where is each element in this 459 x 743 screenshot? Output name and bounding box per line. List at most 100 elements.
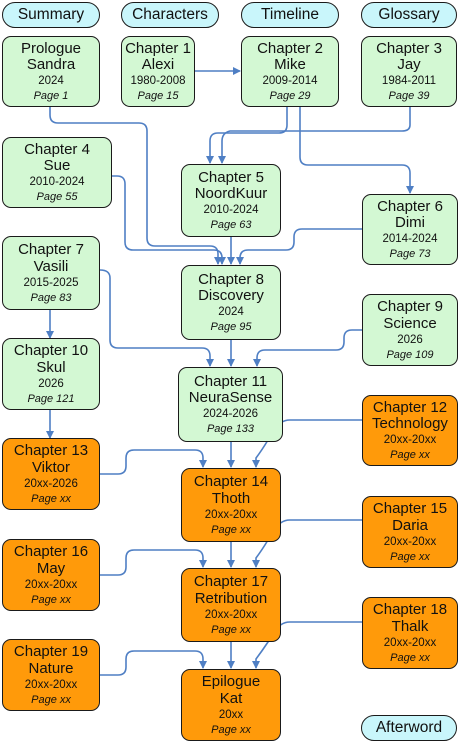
node-title: Nature (28, 659, 74, 677)
node-years: 2026 (397, 333, 423, 346)
node-title: NoordKuur (194, 185, 268, 203)
node-chapter: Chapter 6 (377, 197, 443, 215)
node-chapter: Chapter 15 (372, 500, 448, 518)
node-years: 20xx-20xx (204, 608, 258, 621)
node-chapter: Chapter 9 (377, 298, 443, 316)
afterword-button[interactable]: Afterword (361, 715, 457, 741)
node-chapter-19[interactable]: Chapter 19 Nature 20xx-20xx Page xx (2, 639, 100, 711)
node-years: 2026 (38, 377, 64, 390)
node-years: 20xx-20xx (24, 678, 78, 691)
node-title: Viktor (31, 458, 71, 476)
node-page: Page 109 (386, 348, 434, 361)
node-title: Technology (372, 415, 448, 433)
node-page: Page 73 (389, 248, 431, 261)
node-chapter-6[interactable]: Chapter 6 Dimi 2014-2024 Page 73 (362, 194, 458, 265)
node-chapter: Prologue (20, 39, 82, 57)
characters-button[interactable]: Characters (121, 2, 219, 28)
node-years: 2010-2024 (29, 176, 85, 189)
node-years: 2024 (38, 75, 64, 88)
node-page: Page 95 (210, 321, 252, 334)
node-title: Kat (219, 689, 243, 707)
node-chapter-14[interactable]: Chapter 14 Thoth 20xx-20xx Page xx (181, 468, 281, 542)
node-chapter: Chapter 13 (13, 442, 89, 460)
node-title: May (36, 559, 66, 577)
node-chapter: Chapter 18 (372, 601, 448, 619)
node-chapter-18[interactable]: Chapter 18 Thalk 20xx-20xx Page xx (362, 597, 458, 669)
node-years: 2015-2025 (23, 276, 79, 289)
node-chapter-17[interactable]: Chapter 17 Retribution 20xx-20xx Page xx (181, 568, 281, 642)
node-chapter: Chapter 7 (18, 241, 84, 259)
node-years: 20xx (218, 708, 244, 721)
node-title: Mike (274, 56, 306, 74)
node-title: Science (383, 314, 437, 332)
node-chapter-16[interactable]: Chapter 16 May 20xx-20xx Page xx (2, 539, 100, 611)
node-chapter-1[interactable]: Chapter 1 Alexi 1980-2008 Page 15 (121, 36, 195, 107)
node-title: Jay (397, 56, 421, 74)
node-title: Daria (392, 516, 428, 534)
connector-ch19-epilogue (100, 650, 207, 676)
node-chapter-2[interactable]: Chapter 2 Mike 2009-2014 Page 29 (241, 36, 339, 107)
node-page: Page 133 (206, 423, 255, 436)
node-title: Sandra (26, 56, 76, 74)
connector-ch2-ch6 (299, 107, 414, 194)
node-years: 20xx-20xx (204, 508, 258, 521)
connector-ch9-ch11 (253, 329, 362, 367)
node-years: 2024-2026 (203, 408, 258, 421)
node-page: Page 83 (30, 291, 72, 304)
node-title: Thoth (211, 489, 251, 507)
node-chapter-7[interactable]: Chapter 7 Vasili 2015-2025 Page 83 (2, 236, 100, 310)
node-chapter-13[interactable]: Chapter 13 Viktor 20xx-2026 Page xx (2, 438, 100, 510)
connector-prologue-ch8 (49, 107, 222, 265)
node-page: Page xx (31, 693, 71, 706)
connector-ch3-ch5 (218, 107, 411, 164)
node-chapter-12[interactable]: Chapter 12 Technology 20xx-20xx Page xx (362, 395, 458, 466)
node-epilogue[interactable]: Epilogue Kat 20xx Page xx (181, 669, 281, 741)
node-page: Page 1 (33, 90, 69, 103)
node-page: Page xx (390, 449, 430, 462)
node-page: Page 55 (36, 191, 78, 204)
node-chapter: Chapter 10 (13, 342, 89, 360)
node-page: Page xx (211, 623, 251, 636)
node-chapter-11[interactable]: Chapter 11 NeuraSense 2024-2026 Page 133 (178, 367, 283, 442)
node-title: Retribution (194, 589, 268, 607)
node-page: Page xx (31, 492, 71, 505)
connector-ch16-ch17 (100, 549, 207, 576)
node-chapter: Epilogue (201, 673, 261, 691)
node-title: Alexi (141, 56, 175, 74)
node-title: Vasili (33, 257, 69, 275)
node-prologue[interactable]: Prologue Sandra 2024 Page 1 (2, 36, 100, 107)
node-years: 1980-2008 (130, 75, 186, 88)
node-chapter-15[interactable]: Chapter 15 Daria 20xx-20xx Page xx (362, 496, 458, 568)
node-chapter: Chapter 5 (198, 168, 264, 186)
node-chapter: Chapter 4 (24, 140, 90, 158)
node-chapter-5[interactable]: Chapter 5 NoordKuur 2010-2024 Page 63 (181, 164, 281, 237)
connector-ch4-ch8 (112, 175, 226, 265)
node-years: 20xx-20xx (383, 434, 437, 447)
node-chapter: Chapter 2 (257, 39, 323, 57)
node-page: Page 39 (388, 90, 430, 103)
node-chapter-3[interactable]: Chapter 3 Jay 1984-2011 Page 39 (361, 36, 457, 107)
node-years: 2014-2024 (382, 233, 438, 246)
summary-button[interactable]: Summary (2, 2, 100, 28)
node-chapter: Chapter 12 (372, 398, 448, 416)
node-page: Page 29 (269, 90, 311, 103)
node-title: Skul (36, 358, 66, 376)
node-title: Thalk (391, 617, 429, 635)
node-years: 2010-2024 (203, 204, 259, 217)
timeline-button[interactable]: Timeline (241, 2, 339, 28)
node-chapter: Chapter 11 (193, 372, 268, 390)
node-years: 20xx-2026 (24, 477, 78, 490)
glossary-button[interactable]: Glossary (361, 2, 457, 28)
node-title: NeuraSense (188, 389, 273, 407)
node-chapter-8[interactable]: Chapter 8 Discovery 2024 Page 95 (181, 265, 281, 340)
node-title: Sue (43, 157, 71, 175)
node-years: 1984-2011 (381, 75, 437, 88)
node-page: Page 121 (27, 392, 75, 405)
node-chapter-10[interactable]: Chapter 10 Skul 2026 Page 121 (2, 338, 100, 410)
node-page: Page xx (31, 593, 71, 606)
node-years: 2009-2014 (262, 75, 318, 88)
node-chapter-4[interactable]: Chapter 4 Sue 2010-2024 Page 55 (2, 137, 112, 208)
node-chapter-9[interactable]: Chapter 9 Science 2026 Page 109 (362, 294, 458, 366)
connector-ch6-ch8 (236, 228, 362, 265)
